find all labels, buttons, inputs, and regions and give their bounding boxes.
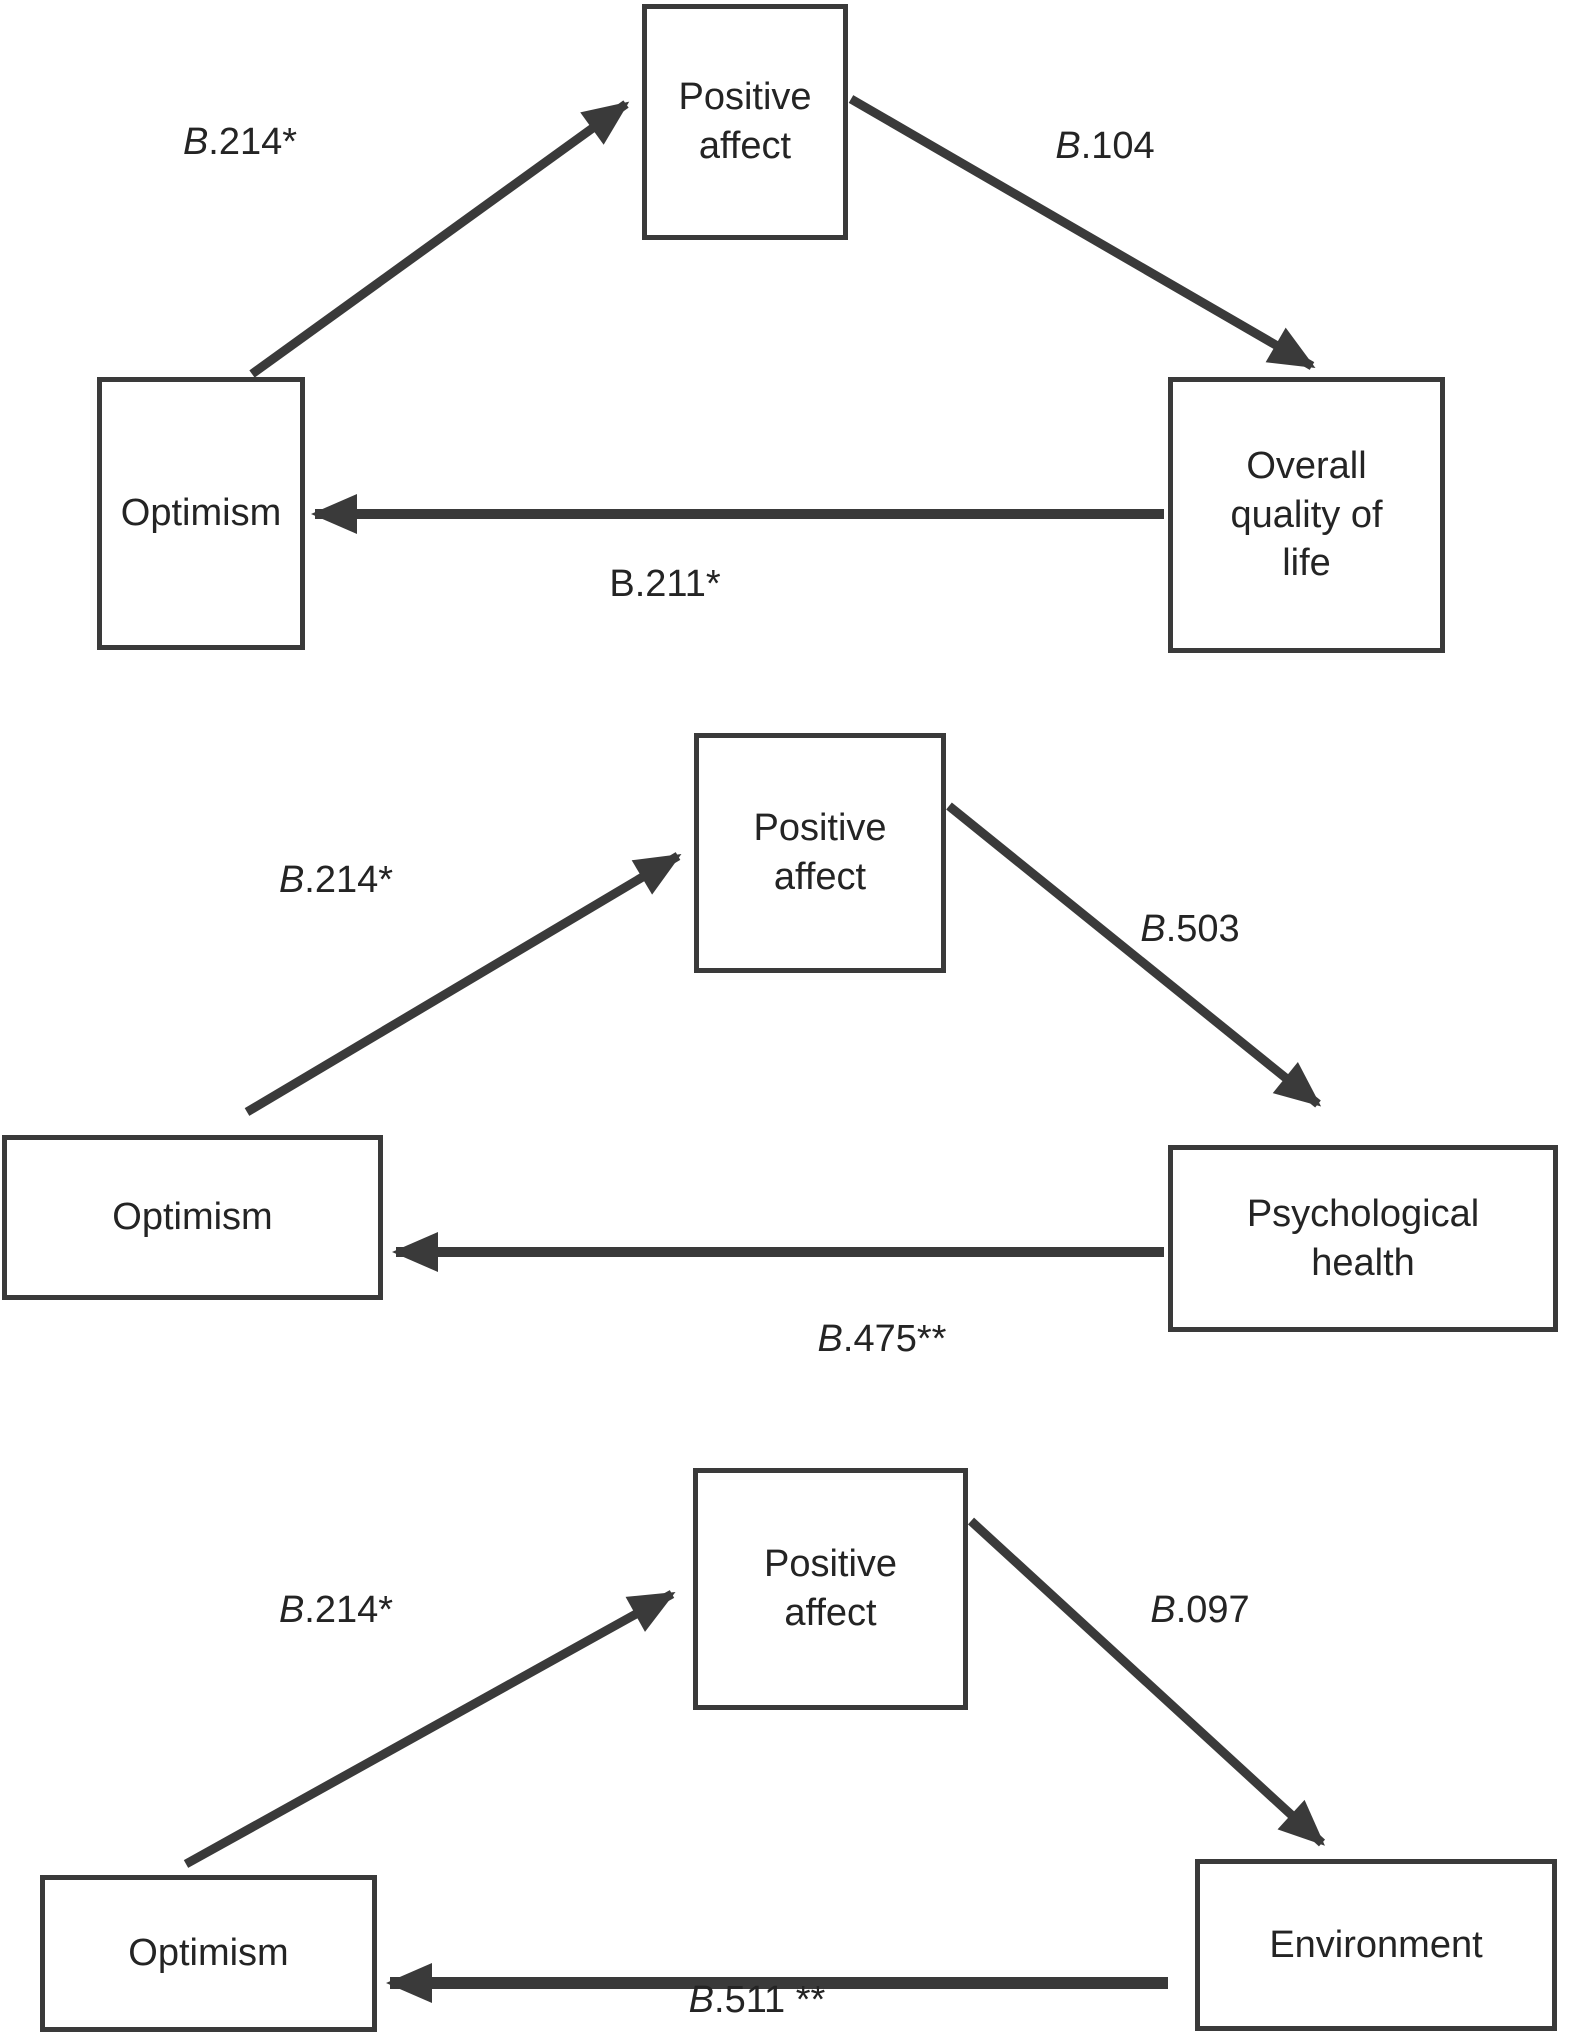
- path-a-label-3: B.214*: [278, 1589, 394, 1631]
- path-b-label-2: B.503: [1140, 908, 1240, 950]
- path-c-label-3: B.511 **: [688, 1979, 826, 2021]
- node-optimism-1: Optimism: [97, 377, 305, 650]
- path-a-label-2: B.214*: [278, 859, 394, 901]
- node-positive-affect-1: Positive affect: [642, 4, 848, 240]
- node-positive-affect-3: Positive affect: [693, 1468, 968, 1710]
- path-b-label-1: B.104: [1055, 125, 1155, 167]
- node-environment: Environment: [1195, 1859, 1557, 2031]
- path-c-label-2: B.475**: [817, 1318, 947, 1360]
- arrow-positive-affect-to-psychological-health: [946, 802, 1322, 1108]
- node-optimism-3: Optimism: [40, 1875, 377, 2032]
- node-overall-quality-of-life: Overall quality of life: [1168, 377, 1445, 653]
- path-b-label-3: B.097: [1150, 1589, 1250, 1631]
- node-positive-affect-2: Positive affect: [694, 733, 946, 973]
- node-psychological-health: Psychological health: [1168, 1145, 1558, 1332]
- path-a-label-1: B.214*: [182, 121, 298, 163]
- arrow-positive-affect-to-environment: [967, 1517, 1326, 1847]
- path-c-label-1: B.211*: [609, 563, 721, 605]
- node-optimism-2: Optimism: [2, 1135, 383, 1300]
- arrow-optimism-to-positive-affect-3: [183, 1590, 676, 1868]
